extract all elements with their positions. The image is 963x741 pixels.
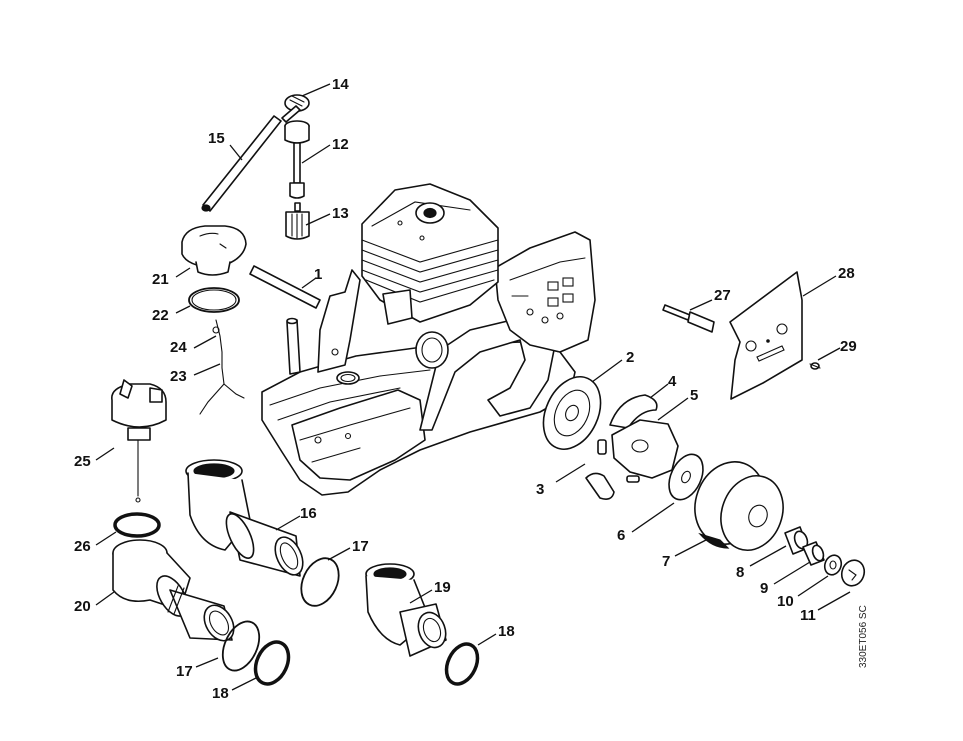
o-ring-18-lower	[253, 640, 291, 686]
callout-26: 26	[74, 538, 91, 555]
drawing-code: 330ET056 SC	[858, 605, 869, 668]
callout-14: 14	[332, 76, 349, 93]
screw-29	[809, 362, 821, 370]
seal-ring-17-upper	[300, 557, 340, 607]
callout-25: 25	[74, 453, 91, 470]
callout-27: 27	[714, 287, 731, 304]
callout-28: 28	[838, 265, 855, 282]
clutch-shoe-4	[609, 394, 658, 429]
callout-22: 22	[152, 307, 169, 324]
engine-housing	[261, 183, 596, 496]
callout-17-lower: 17	[176, 663, 193, 680]
callout-13: 13	[332, 205, 349, 222]
leader-lines	[95, 83, 851, 691]
o-ring-26	[113, 512, 161, 538]
pickup-body	[284, 120, 310, 199]
elbow-fitting-20	[112, 539, 235, 642]
cap-seal-ring	[188, 287, 240, 313]
callout-23: 23	[170, 368, 187, 385]
callout-labels: 14 12 13 15 1 21 22 24 23 25 26 20 17 18…	[74, 76, 857, 702]
callout-24: 24	[170, 339, 187, 356]
callout-1: 1	[314, 266, 322, 283]
sensor-module	[111, 379, 167, 503]
o-ring-18-right	[444, 642, 480, 686]
guide-plate	[729, 271, 803, 400]
clutch-cover-plate	[542, 376, 602, 450]
washer-10	[823, 554, 843, 576]
elbow-fitting-19	[365, 563, 447, 657]
callout-29: 29	[840, 338, 857, 355]
fuel-filter	[285, 202, 310, 240]
hose-fitting	[281, 94, 310, 123]
seal-ring-17-lower	[221, 620, 261, 672]
bar-stud	[662, 304, 715, 333]
callout-18-lower: 18	[212, 685, 229, 702]
callout-17-upper: 17	[352, 538, 369, 555]
washer-6	[668, 453, 704, 501]
clutch-drum	[694, 461, 784, 551]
callout-6: 6	[617, 527, 625, 544]
callout-3: 3	[536, 481, 544, 498]
callout-16: 16	[300, 505, 317, 522]
clutch-shoe-3	[585, 472, 615, 500]
callout-19: 19	[434, 579, 451, 596]
callout-15: 15	[208, 130, 225, 147]
callout-2: 2	[626, 349, 634, 366]
retaining-chain	[199, 319, 245, 415]
callout-5: 5	[690, 387, 698, 404]
fuel-tube-1	[249, 265, 321, 309]
callout-7: 7	[662, 553, 670, 570]
clutch-carrier	[597, 419, 679, 483]
callout-9: 9	[760, 580, 768, 597]
callout-11: 11	[800, 607, 816, 624]
callout-18-right: 18	[498, 623, 515, 640]
callout-20: 20	[74, 598, 91, 615]
cylinder	[361, 183, 499, 323]
callout-4: 4	[668, 373, 677, 390]
callout-12: 12	[332, 136, 349, 153]
callout-8: 8	[736, 564, 744, 581]
sleeve-9	[802, 541, 825, 566]
elbow-fitting-16	[185, 459, 304, 577]
e-clip-11	[840, 559, 866, 587]
callout-10: 10	[777, 593, 794, 610]
callout-21: 21	[152, 271, 169, 288]
tank-cap	[181, 225, 247, 276]
